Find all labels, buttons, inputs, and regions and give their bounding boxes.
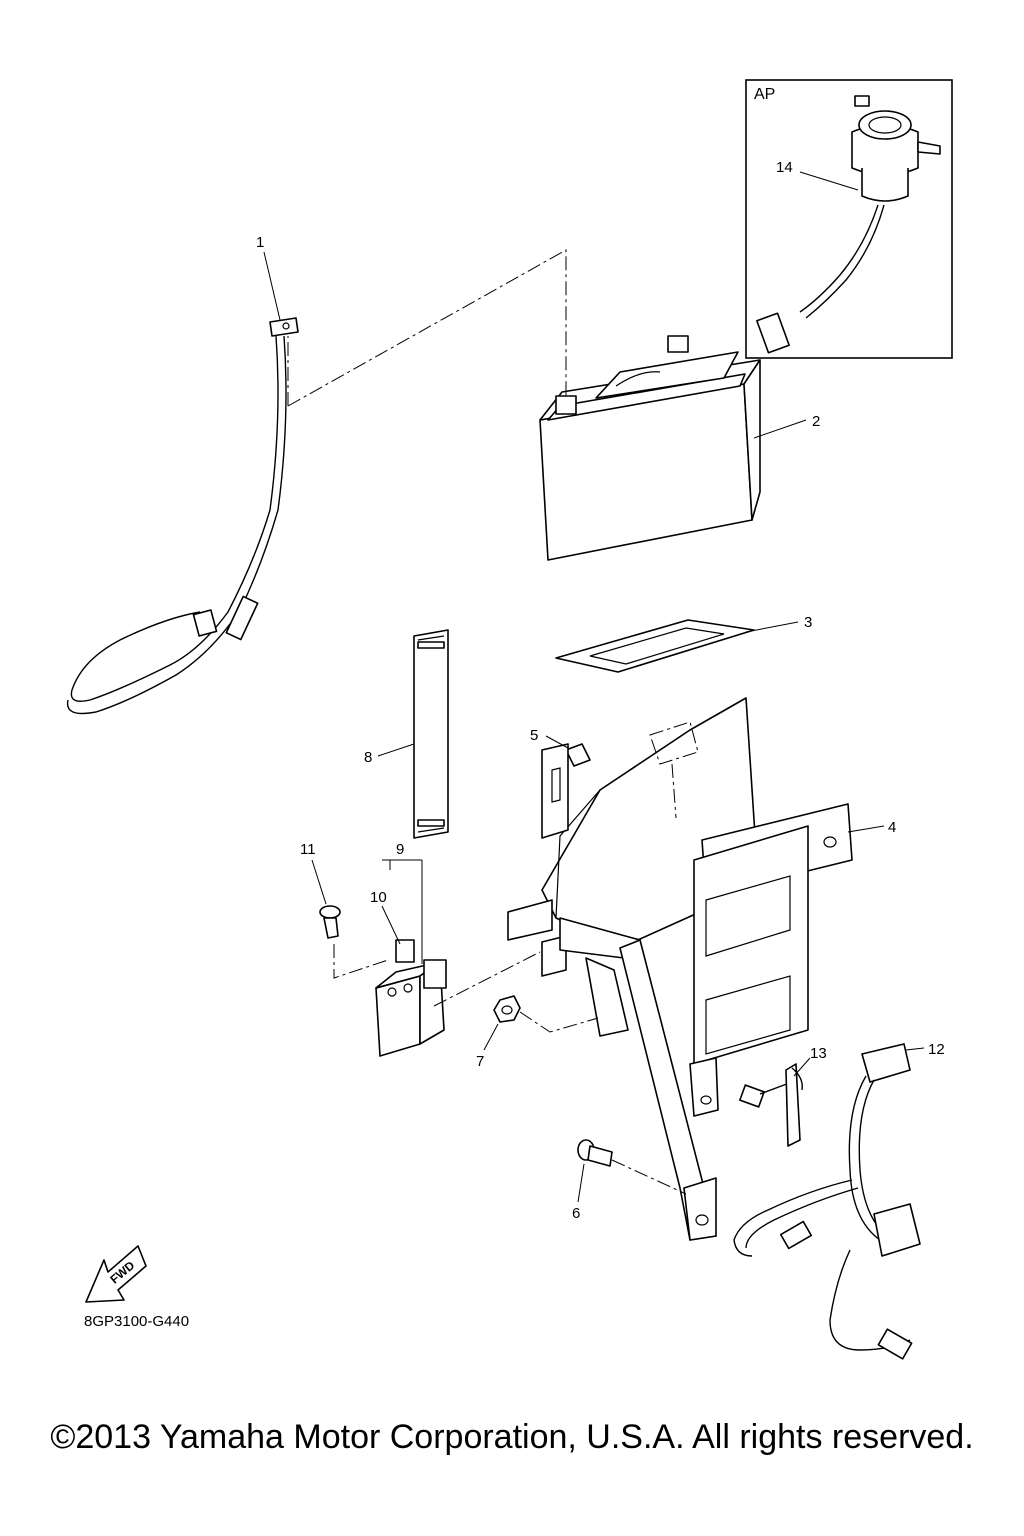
label-4: 4 bbox=[888, 819, 896, 836]
wire-13 bbox=[739, 1063, 803, 1147]
accessory-socket bbox=[756, 95, 941, 354]
label-12: 12 bbox=[928, 1041, 945, 1058]
copyright-notice: ©2013 Yamaha Motor Corporation, U.S.A. A… bbox=[50, 1418, 974, 1456]
inset-ap: AP bbox=[745, 79, 953, 359]
label-14: 14 bbox=[776, 159, 793, 176]
label-7: 7 bbox=[476, 1053, 484, 1070]
label-5: 5 bbox=[530, 727, 538, 744]
fwd-arrow-icon: FWD bbox=[85, 1245, 147, 1303]
battery-box bbox=[507, 697, 853, 1241]
label-2: 2 bbox=[812, 413, 820, 430]
battery bbox=[539, 335, 761, 561]
drawing-code: 8GP3100-G440 bbox=[84, 1313, 189, 1330]
nut-7 bbox=[493, 995, 521, 1023]
battery-band bbox=[413, 629, 449, 839]
leader-lines bbox=[263, 171, 925, 1203]
part-numbers: 1 2 3 4 5 6 7 8 9 10 11 12 13 14 bbox=[256, 159, 945, 1222]
bolt-6 bbox=[577, 1139, 613, 1167]
label-11: 11 bbox=[300, 841, 316, 858]
label-10: 10 bbox=[370, 889, 387, 906]
label-8: 8 bbox=[364, 749, 372, 766]
label-13: 13 bbox=[810, 1045, 827, 1062]
battery-lead-wire bbox=[66, 317, 299, 715]
assembly-lines bbox=[287, 249, 687, 1195]
inset-label: AP bbox=[754, 86, 775, 103]
label-6: 6 bbox=[572, 1205, 580, 1222]
label-3: 3 bbox=[804, 614, 812, 631]
battery-mat bbox=[555, 619, 755, 673]
starter-relay bbox=[375, 939, 447, 1057]
bolt-11 bbox=[319, 905, 341, 939]
wire-harness bbox=[733, 1043, 921, 1360]
label-9: 9 bbox=[396, 841, 404, 858]
cushion bbox=[565, 743, 591, 767]
label-1: 1 bbox=[256, 234, 264, 251]
